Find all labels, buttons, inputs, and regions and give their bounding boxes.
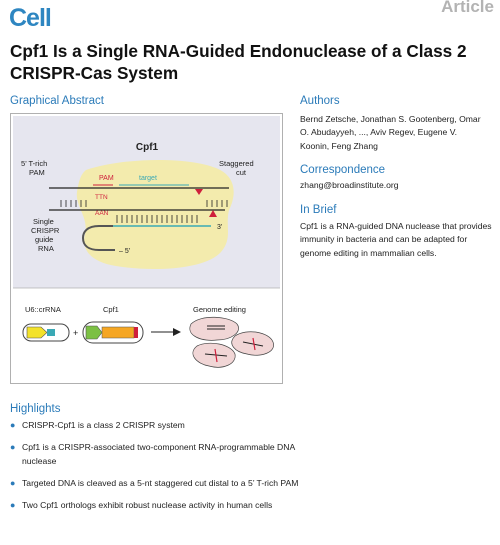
rna-base-pairs	[116, 215, 198, 223]
paper-title: Cpf1 Is a Single RNA-Guided Endonuclease…	[10, 41, 467, 83]
plus-sign: +	[73, 328, 78, 338]
u6-promoter-arrow	[26, 326, 48, 339]
highlight-text: Cpf1 is a CRISPR-associated two-componen…	[22, 442, 295, 466]
highlight-item: ● Two Cpf1 orthologs exhibit robust nucle…	[10, 499, 300, 512]
bullet-icon: ●	[10, 500, 16, 511]
article-type-label: Article	[441, 0, 494, 16]
guide-label-line1: Single	[33, 217, 54, 226]
cut-site-bottom	[209, 210, 217, 217]
ttn-label: TTN	[95, 194, 108, 201]
pam-side-label-line2: PAM	[29, 168, 45, 177]
graphical-abstract-figure: Cpf1 5’ T-rich PAM Staggered cut PAM tar…	[10, 113, 283, 384]
in-brief-text: Cpf1 is a RNA-guided DNA nuclease that p…	[300, 221, 492, 258]
cpf1-promoter-arrow	[85, 325, 103, 340]
guide-label-line4: RNA	[38, 244, 54, 253]
graphical-abstract-heading: Graphical Abstract	[10, 95, 104, 107]
correspondence-heading: Correspondence	[300, 164, 386, 176]
cut-site-top	[195, 189, 203, 195]
highlights-list: ●CRISPR-Cpf1 is a class 2 CRISPR system …	[10, 419, 300, 521]
in-brief-heading: In Brief	[300, 204, 337, 216]
pam-tag: PAM	[99, 175, 114, 182]
cut-side-label-line2: cut	[236, 168, 247, 177]
cpf1-protein-shape	[76, 159, 234, 270]
target-tag: target	[139, 175, 157, 182]
cell-2-cut	[252, 337, 256, 351]
correspondence-email[interactable]: zhang@broadinstitute.org	[300, 180, 399, 190]
graphical-abstract-diagram: Cpf1 5’ T-rich PAM Staggered cut PAM tar…	[13, 116, 280, 368]
cut-side-label: Staggered cut	[219, 159, 256, 177]
pam-side-label-line1: 5’ T-rich	[21, 159, 47, 168]
highlight-text: Targeted DNA is cleaved as a 5-nt stagge…	[22, 477, 299, 488]
pam-side-label: 5’ T-rich PAM	[21, 159, 49, 177]
highlight-item: ● Cpf1 is a CRISPR-associated two-compone…	[10, 441, 300, 468]
bullet-icon: ●	[10, 420, 16, 430]
crrna-insert	[47, 329, 55, 336]
aan-label: AAN	[95, 210, 109, 217]
base-pairs-left-upper	[60, 200, 87, 207]
highlight-text: CRISPR-Cpf1 is a class 2 CRISPR system	[22, 420, 185, 430]
guide-label-line2: CRISPR	[31, 226, 60, 235]
authors-heading: Authors	[300, 95, 340, 107]
guide-rna-loop	[81, 225, 115, 251]
bullet-icon: ●	[10, 477, 16, 488]
protein-label: Cpf1	[136, 142, 159, 153]
guide-label-line3: guide	[35, 235, 53, 244]
highlights-heading: Highlights	[10, 403, 61, 415]
guide-five-prime: – 5’	[119, 248, 131, 255]
cpf1-plasmid-label: Cpf1	[103, 305, 119, 314]
process-arrow-head	[173, 328, 181, 336]
highlight-item: ● Targeted DNA is cleaved as a 5-nt stagg…	[10, 477, 300, 490]
guide-label: Single CRISPR guide RNA	[31, 217, 61, 253]
cut-side-label-line1: Staggered	[219, 159, 254, 168]
highlight-item: ● CRISPR-Cpf1 is a class 2 CRISPR system	[10, 419, 300, 432]
u6-label: U6::crRNA	[25, 305, 61, 314]
bullet-icon: ●	[10, 442, 16, 453]
base-pairs-right-upper	[206, 200, 228, 207]
authors-list: Bernd Zetsche, Jonathan S. Gootenberg, O…	[300, 114, 481, 151]
genome-editing-label: Genome editing	[193, 305, 246, 314]
cpf1-tag	[134, 327, 138, 338]
cell-2-dna	[242, 341, 264, 347]
cpf1-gene	[101, 326, 135, 339]
cell-3-cut	[214, 348, 218, 363]
journal-logo: Cell	[9, 4, 52, 32]
highlight-text: Two Cpf1 orthologs exhibit robust nuclea…	[22, 500, 273, 511]
guide-three-prime: 3’	[217, 224, 223, 231]
